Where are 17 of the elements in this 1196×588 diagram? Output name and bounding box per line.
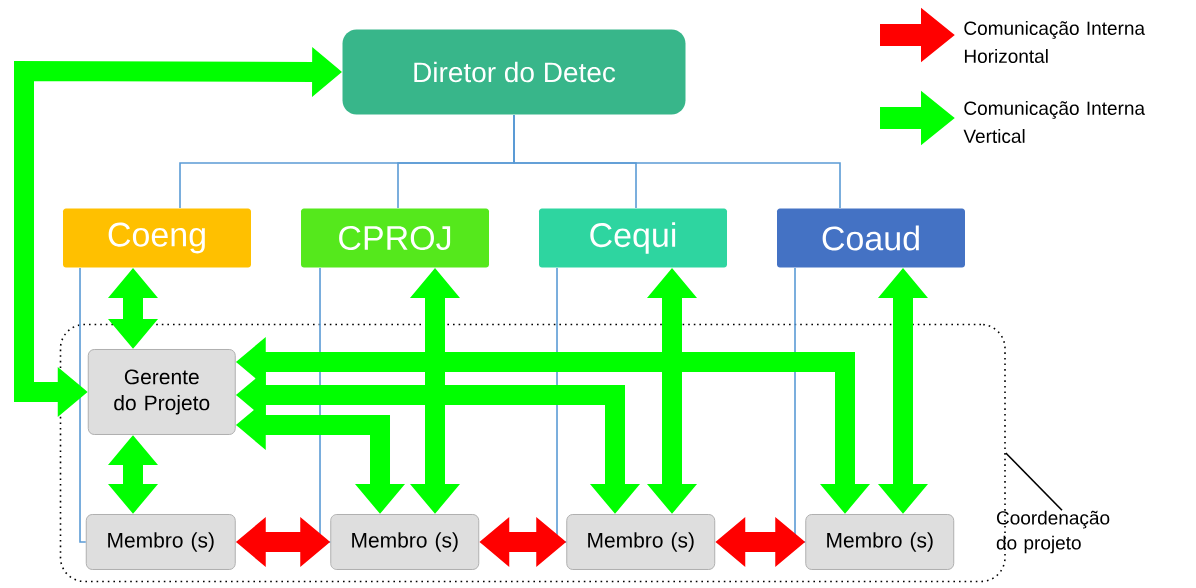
connector-line bbox=[513, 114, 841, 209]
department-box: Cequi bbox=[539, 208, 727, 268]
director-box: Diretor do Detec bbox=[342, 29, 686, 115]
member-box: Membro (s) bbox=[330, 514, 480, 570]
department-box: CPROJ bbox=[301, 208, 489, 268]
member-box: Membro (s) bbox=[805, 514, 955, 570]
connector-line bbox=[79, 267, 87, 543]
leader-line bbox=[1005, 452, 1063, 512]
legend-text: Comunicação Interna Horizontal bbox=[964, 21, 1146, 63]
member-box: Membro (s) bbox=[566, 514, 716, 570]
group-label: Coordenação do projeto bbox=[996, 510, 1110, 554]
legend-text: Comunicação Interna Vertical bbox=[963, 101, 1146, 143]
department-box: Coaud bbox=[777, 208, 965, 268]
manager-box: Gerente do Projeto bbox=[87, 349, 236, 435]
member-box: Membro (s) bbox=[85, 514, 236, 570]
connector-line bbox=[794, 267, 807, 543]
department-box: Coeng bbox=[63, 208, 251, 268]
